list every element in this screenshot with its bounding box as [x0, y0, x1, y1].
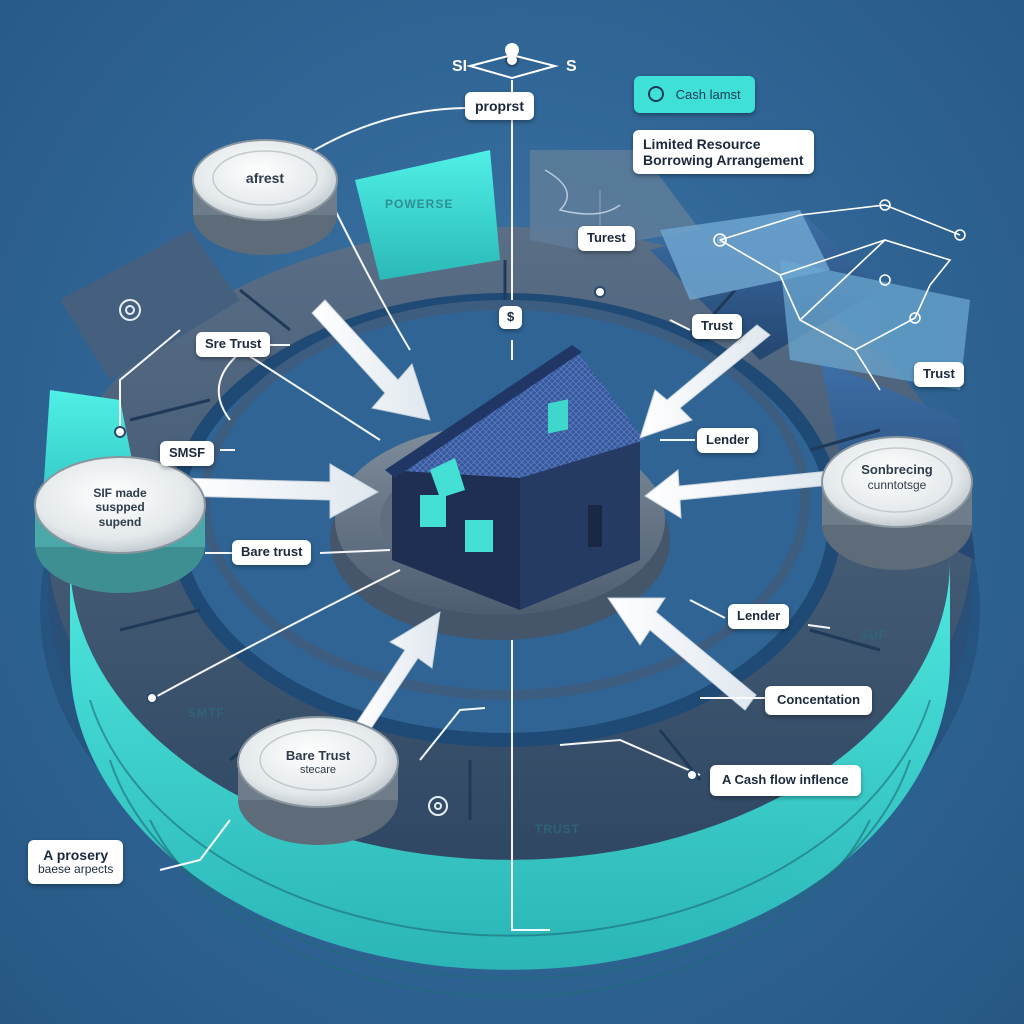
card-label: Cash lamst [634, 76, 755, 113]
compass-label-right: S [566, 58, 577, 75]
segment-bottom-text: TRUST [535, 822, 580, 836]
coin-bottom-text: Bare Trust stecare [258, 748, 378, 777]
concentration-label: Concentation [765, 686, 873, 715]
coin-bottom-line2: stecare [299, 763, 337, 776]
property-label: proprst [465, 92, 534, 121]
limited-resource-line1: Limited Resource [643, 136, 761, 152]
segment-top-text: POWERSE [385, 197, 454, 211]
limited-resource-line2: Borrowing Arrangement [643, 152, 804, 169]
coin-bottom [237, 716, 399, 845]
coin-left-line3: supend [98, 514, 142, 529]
coin-left [34, 456, 206, 593]
trust-right-label: Trust [914, 362, 964, 387]
arrows [179, 299, 831, 734]
segment-bottom-left-text: SMTF [188, 706, 225, 720]
compass-label-left: SI [452, 58, 468, 75]
house [385, 345, 645, 610]
coin-left-line1: SIF made [93, 486, 147, 500]
segment-right-text: SUF [860, 628, 887, 642]
card-icon [648, 86, 664, 102]
lender-label-1: Lender [697, 428, 759, 453]
coin-bottom-line1: Bare Trust [285, 748, 351, 763]
turest-label: Turest [578, 226, 635, 251]
trust-mid-label: Trust [692, 314, 742, 339]
coin-right-line1: Sonbrecing [861, 462, 933, 477]
limited-resource-label: Limited Resource Borrowing Arrangement [633, 130, 814, 175]
coin-top-left [192, 139, 338, 255]
coin-left-text: SIF made suspped supend [50, 486, 190, 529]
cash-flow-label: A Cash flow inflence [710, 765, 861, 796]
smsf-label: SMSF [160, 441, 215, 466]
network-graph [713, 199, 966, 391]
gear-icon [119, 299, 448, 816]
property-aspects-line2: baese arpects [38, 862, 114, 877]
property-aspects-label: A prosery baese arpects [28, 840, 124, 884]
bare-trust-label: Bare trust [232, 540, 312, 565]
sre-trust-label: Sre Trust [196, 332, 271, 357]
connector-lines [119, 80, 831, 931]
lender-label-2: Lender [728, 604, 790, 629]
coin-right-line2: cunntotsge [867, 477, 927, 492]
card-text: Cash lamst [675, 87, 741, 102]
property-aspects-line1: A prosery [43, 847, 109, 863]
coin-left-line2: suspped [95, 500, 145, 515]
coin-right [821, 436, 973, 570]
compass-icon [466, 43, 559, 80]
coin-right-text: Sonbrecing cunntotsge [837, 462, 957, 492]
dollar-label: $ [499, 306, 523, 329]
coin-top-left-text: afrest [245, 170, 285, 186]
